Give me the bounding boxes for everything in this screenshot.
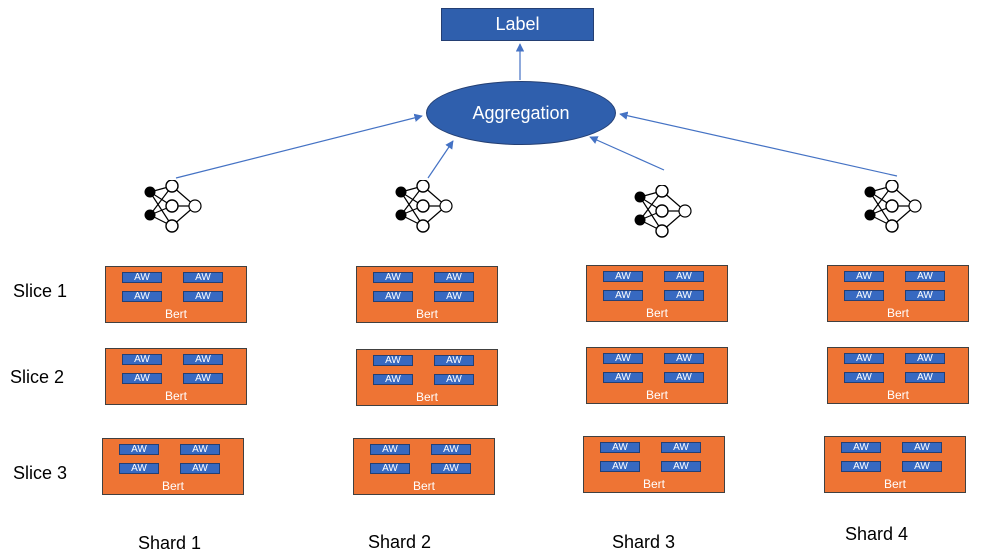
aw-adapter: AW [844, 271, 884, 282]
bert-label: Bert [886, 388, 909, 402]
aw-adapter: AW [373, 291, 413, 302]
aw-adapter: AW [183, 272, 223, 283]
aw-adapter: AW [905, 372, 945, 383]
aw-adapter: AW [603, 290, 643, 301]
bert-label: Bert [645, 388, 668, 402]
aw-adapter: AW [370, 444, 410, 455]
bert-label: Bert [886, 306, 909, 320]
bert-label: Bert [161, 479, 184, 493]
aw-adapter: AW [434, 355, 474, 366]
aw-adapter: AW [122, 291, 162, 302]
bert-label: Bert [415, 390, 438, 404]
aw-adapter: AW [119, 444, 159, 455]
aw-adapter: AW [661, 442, 701, 453]
aw-adapter: AW [183, 373, 223, 384]
aw-adapter: AW [180, 444, 220, 455]
aw-adapter: AW [600, 442, 640, 453]
aggregation-node: Aggregation [426, 81, 616, 145]
bert-label: Bert [645, 306, 668, 320]
aw-adapter: AW [664, 353, 704, 364]
slice-label: Slice 1 [13, 281, 68, 301]
arrow-shard-1-to-aggregation [175, 113, 423, 179]
aw-adapter: AW [600, 461, 640, 472]
aw-adapter: AW [841, 461, 881, 472]
bert-label: Bert [883, 477, 906, 491]
aw-adapter: AW [905, 290, 945, 301]
shard-label: Shard 2 [368, 532, 432, 552]
aw-adapter: AW [122, 354, 162, 365]
shard-label: Shard 4 [845, 524, 909, 544]
shard-label: Shard 3 [612, 532, 676, 552]
bert-label: Bert [642, 477, 665, 491]
aw-adapter: AW [373, 355, 413, 366]
aw-adapter: AW [183, 291, 223, 302]
model-3-neural-network-icon [632, 184, 696, 245]
aw-adapter: AW [603, 372, 643, 383]
aw-adapter: AW [844, 290, 884, 301]
aw-adapter: AW [841, 442, 881, 453]
aw-adapter: AW [844, 353, 884, 364]
bert-label: Bert [164, 307, 187, 321]
aw-adapter: AW [431, 444, 471, 455]
arrow-shard-2-to-aggregation [427, 140, 454, 179]
aw-adapter: AW [603, 353, 643, 364]
arrow-shard-4-to-aggregation [619, 111, 898, 177]
aw-adapter: AW [434, 374, 474, 385]
aw-adapter: AW [434, 272, 474, 283]
aw-adapter: AW [122, 373, 162, 384]
aw-adapter: AW [603, 271, 643, 282]
bert-label: Bert [412, 479, 435, 493]
bert-label: Bert [164, 389, 187, 403]
model-2-neural-network-icon [393, 179, 457, 240]
aw-adapter: AW [183, 354, 223, 365]
slice-label: Slice 2 [10, 367, 65, 387]
shard-label: Shard 1 [138, 533, 202, 553]
aw-adapter: AW [370, 463, 410, 474]
aw-adapter: AW [373, 272, 413, 283]
arrow-shard-3-to-aggregation [589, 136, 665, 171]
aw-adapter: AW [905, 271, 945, 282]
aw-adapter: AW [664, 372, 704, 383]
model-1-neural-network-icon [142, 179, 206, 240]
label-node: Label [441, 8, 594, 41]
aw-adapter: AW [119, 463, 159, 474]
slice-label: Slice 3 [13, 463, 68, 483]
aw-adapter: AW [434, 291, 474, 302]
aw-adapter: AW [844, 372, 884, 383]
aw-adapter: AW [661, 461, 701, 472]
aw-adapter: AW [431, 463, 471, 474]
bert-label: Bert [415, 307, 438, 321]
aw-adapter: AW [902, 442, 942, 453]
aw-adapter: AW [180, 463, 220, 474]
aw-adapter: AW [664, 271, 704, 282]
aw-adapter: AW [902, 461, 942, 472]
model-4-neural-network-icon [862, 179, 926, 240]
aw-adapter: AW [122, 272, 162, 283]
aw-adapter: AW [664, 290, 704, 301]
aw-adapter: AW [373, 374, 413, 385]
aw-adapter: AW [905, 353, 945, 364]
